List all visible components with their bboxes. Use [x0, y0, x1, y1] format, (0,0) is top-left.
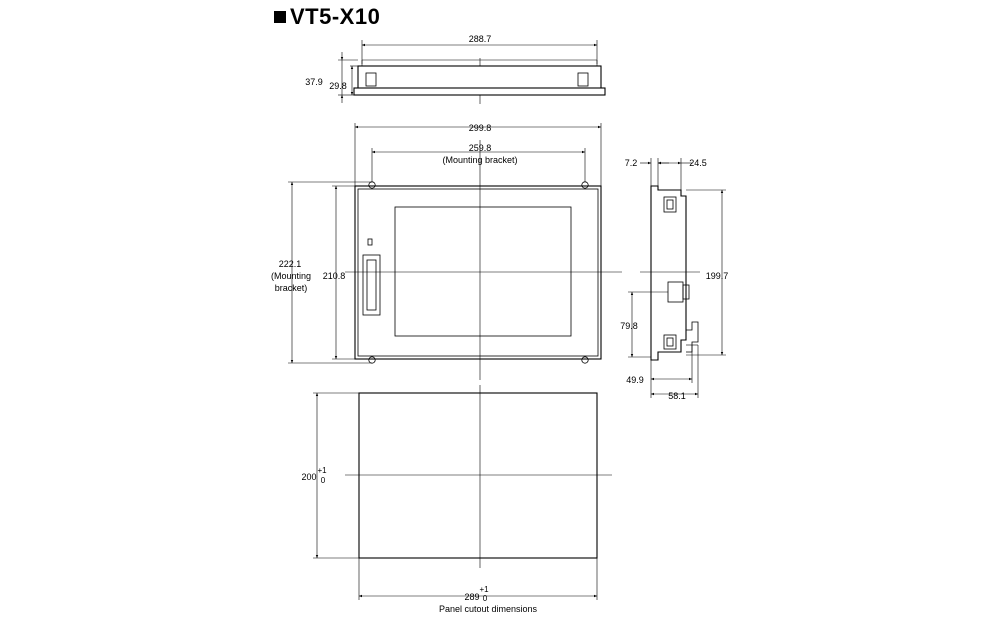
bracket-height-note-1: (Mounting — [271, 271, 311, 281]
cutout-width-tol-lower: 0 — [483, 594, 488, 603]
top-view-body — [357, 65, 602, 91]
top-depth-body-label: 29.8 — [329, 81, 347, 91]
cutout-height-tol-upper: +1 — [317, 466, 327, 475]
bracket-height-label: 222.1 — [279, 259, 302, 269]
card-slot — [362, 254, 381, 316]
cutout-width-tol-upper: +1 — [479, 585, 489, 594]
model-name: VT5-X10 — [290, 4, 381, 29]
connector-height-label: 79.8 — [620, 321, 638, 331]
side-view: 7.2 24.5 199.7 79.8 49.9 58.1 — [620, 158, 728, 401]
drawing-title: VT5-X10 — [274, 4, 380, 30]
side-boss-bottom — [663, 334, 677, 350]
front-display — [394, 206, 572, 337]
top-right-foot — [577, 72, 589, 87]
top-view-bezel — [353, 87, 606, 96]
bracket-screw-br — [581, 356, 589, 364]
cutout-height-label: 200 — [301, 472, 316, 482]
depth-a-label: 49.9 — [626, 375, 644, 385]
top-depth-total-label: 37.9 — [305, 77, 323, 87]
top-left-foot — [365, 72, 377, 87]
side-boss-top — [663, 196, 677, 213]
bullet-square-icon — [274, 11, 286, 23]
cutout-height-tol-lower: 0 — [321, 476, 326, 485]
front-housing — [354, 185, 602, 360]
status-led — [367, 238, 373, 246]
top-width-label: 288.7 — [469, 34, 492, 44]
cutout-width-label: 289 — [464, 592, 479, 602]
bracket-screw-tr — [581, 181, 589, 189]
front-thickness-label: 7.2 — [625, 158, 638, 168]
front-view: 299.8 259.8 (Mounting bracket) 222.1 (Mo… — [271, 123, 622, 380]
side-housing — [650, 185, 687, 361]
top-view: 288.7 37.9 29.8 — [305, 34, 606, 104]
bracket-height-note-2: bracket) — [275, 283, 308, 293]
height-label: 210.8 — [323, 271, 346, 281]
cutout-rectangle — [358, 392, 598, 559]
panel-cutout: 200 +1 0 289 +1 0 Panel cutout dimension… — [301, 385, 612, 614]
body-depth-label: 24.5 — [689, 158, 707, 168]
depth-b-label: 58.1 — [668, 391, 686, 401]
side-height-label: 199.7 — [706, 271, 729, 281]
overall-width-label: 299.8 — [469, 123, 492, 133]
cutout-caption: Panel cutout dimensions — [439, 604, 538, 614]
